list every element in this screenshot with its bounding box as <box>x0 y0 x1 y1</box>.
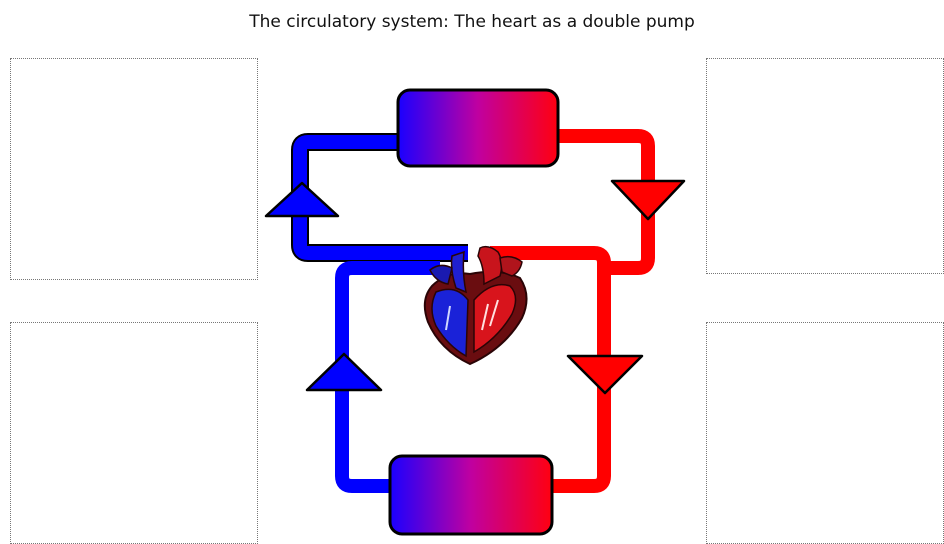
arrow-down-icon <box>566 354 644 395</box>
heart-icon <box>423 245 528 366</box>
arrow-up-icon <box>264 181 340 218</box>
arrow-down-icon <box>610 179 686 221</box>
body-capillary-box <box>388 454 554 536</box>
label-box-bottom-left[interactable] <box>10 322 258 544</box>
arrow-up-icon <box>305 352 383 392</box>
page-title: The circulatory system: The heart as a d… <box>249 12 695 32</box>
lungs-capillary-box <box>396 88 560 168</box>
label-box-bottom-right[interactable] <box>706 322 944 544</box>
label-box-top-left[interactable] <box>10 58 258 280</box>
